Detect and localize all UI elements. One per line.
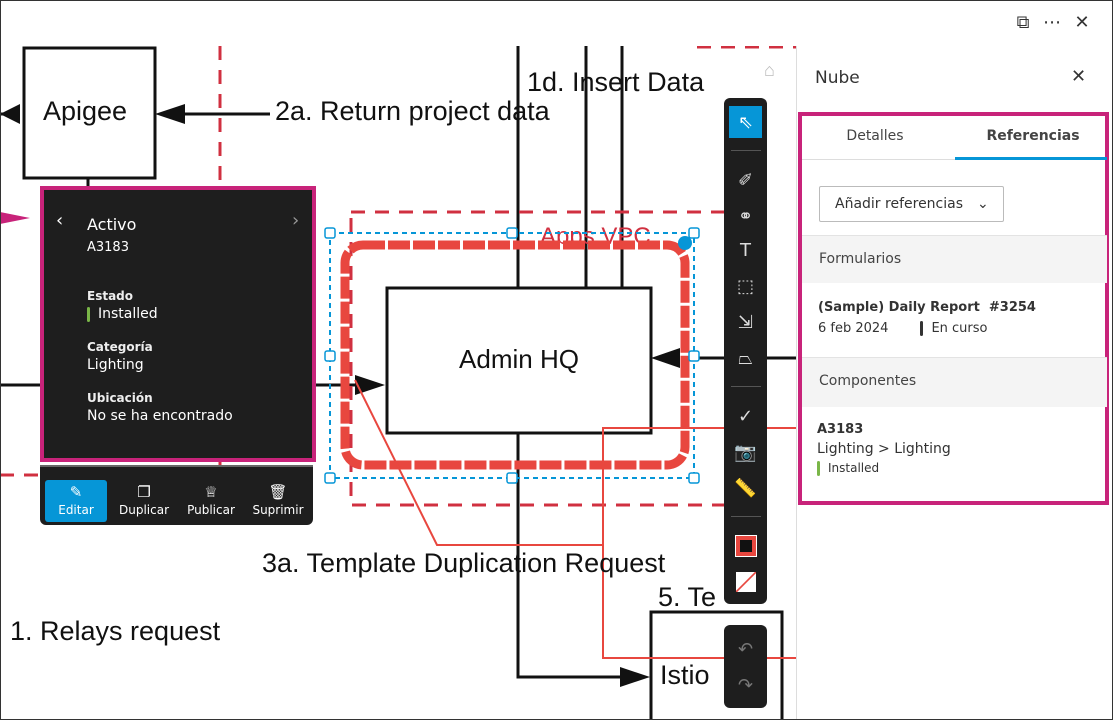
close-icon[interactable]: ✕ bbox=[1071, 66, 1087, 87]
duplicate-label: Duplicar bbox=[118, 503, 169, 517]
polyline-icon[interactable]: ⏢ bbox=[738, 347, 753, 369]
delete-label: Suprimir bbox=[252, 503, 304, 517]
categoria-label: Categoría bbox=[87, 340, 153, 354]
cloud-markup[interactable] bbox=[340, 240, 690, 470]
close-icon[interactable]: ✕ bbox=[1074, 11, 1090, 33]
more-icon[interactable]: ⋯ bbox=[1043, 11, 1061, 33]
chevron-right-icon[interactable]: › bbox=[292, 210, 300, 231]
step5-label: 5. Te bbox=[658, 582, 716, 612]
admin-hq-box[interactable] bbox=[385, 286, 653, 435]
sidebar-toggle-icon[interactable]: ⧉ bbox=[1016, 11, 1030, 33]
forms-header: Formularios bbox=[802, 235, 1107, 283]
istio-label: Istio bbox=[660, 660, 710, 690]
check-icon[interactable]: ✓ bbox=[737, 405, 754, 427]
insert-data-label: 1d. Insert Data bbox=[527, 67, 705, 97]
relays-label: 1. Relays request bbox=[10, 616, 221, 646]
form-item[interactable]: (Sample) Daily Report #3254 6 feb 2024 En… bbox=[818, 300, 1036, 336]
form-date: 6 feb 2024 bbox=[818, 321, 889, 336]
undo-icon[interactable]: ↶ bbox=[737, 638, 754, 660]
undo-redo: ↶ ↷ bbox=[724, 625, 767, 708]
tab-referencias[interactable]: Referencias bbox=[986, 128, 1080, 144]
ubicacion-label: Ubicación bbox=[87, 391, 153, 405]
apigee-box[interactable] bbox=[22, 46, 157, 180]
panel-title: Nube bbox=[815, 68, 860, 88]
component-item[interactable]: A3183 Lighting > Lighting Installed bbox=[817, 422, 951, 476]
duplicate-button[interactable]: ❐ Duplicar bbox=[113, 480, 175, 522]
side-panel: Nube ✕ Detalles Referencias Añadir refer… bbox=[796, 46, 1113, 720]
form-status: En curso bbox=[931, 321, 988, 336]
form-number: #3254 bbox=[988, 300, 1036, 315]
link-icon[interactable] bbox=[678, 236, 692, 250]
active-tab-indicator bbox=[955, 157, 1107, 160]
form-name: (Sample) Daily Report bbox=[818, 300, 980, 315]
shapes-icon[interactable]: ⚭ bbox=[737, 205, 754, 227]
pen-icon[interactable]: ✐ bbox=[737, 169, 754, 191]
component-id: A3183 bbox=[817, 422, 864, 437]
select-icon[interactable]: ⇖ bbox=[729, 106, 762, 138]
components-header: Componentes bbox=[802, 357, 1107, 407]
chevron-left-icon[interactable]: ‹ bbox=[56, 210, 64, 231]
trash-icon: 🗑 bbox=[268, 483, 288, 501]
edit-label: Editar bbox=[58, 503, 94, 517]
apigee-label: Apigee bbox=[43, 96, 127, 126]
callout-icon[interactable]: ⇲ bbox=[737, 311, 754, 333]
chevron-down-icon: ⌄ bbox=[977, 196, 989, 212]
asset-popup: ‹ › Activo A3183 Estado Installed Catego… bbox=[40, 186, 316, 462]
add-references-label: Añadir referencias bbox=[835, 196, 964, 212]
admin-hq-label: Admin HQ bbox=[459, 344, 579, 374]
categoria-value: Lighting bbox=[87, 357, 144, 373]
tab-detalles[interactable]: Detalles bbox=[846, 128, 904, 144]
cloud-icon[interactable]: ⬚ bbox=[736, 275, 754, 297]
add-references-dropdown[interactable]: Añadir referencias ⌄ bbox=[819, 186, 1004, 222]
delete-button[interactable]: 🗑 Suprimir bbox=[247, 480, 309, 522]
stroke-color-icon[interactable] bbox=[729, 530, 762, 562]
popup-title: Activo bbox=[87, 215, 137, 234]
template-label: 3a. Template Duplication Request bbox=[262, 548, 666, 578]
markup-toolbar: ⇖ ✐ ⚭ T ⬚ ⇲ ⏢ ✓ 📷 📏 bbox=[724, 98, 767, 604]
home-icon[interactable]: ⌂ bbox=[764, 60, 775, 80]
estado-label: Estado bbox=[87, 289, 134, 303]
status-indicator bbox=[87, 306, 90, 322]
ubicacion-value: No se ha encontrado bbox=[87, 408, 233, 424]
estado-value: Installed bbox=[98, 306, 158, 322]
popup-id: A3183 bbox=[87, 240, 129, 255]
pencil-icon: ✎ bbox=[69, 483, 83, 501]
publish-button[interactable]: ♕ Publicar bbox=[180, 480, 242, 522]
crown-icon: ♕ bbox=[204, 483, 218, 501]
ruler-icon[interactable]: 📏 bbox=[734, 477, 757, 499]
return-data-label: 2a. Return project data bbox=[275, 96, 551, 126]
component-status: Installed bbox=[828, 461, 880, 475]
redo-icon[interactable]: ↷ bbox=[737, 674, 754, 696]
popup-actions: ✎ Editar ❐ Duplicar ♕ Publicar 🗑 Suprimir bbox=[40, 465, 313, 525]
title-bar: ⧉ ⋯ ✕ bbox=[0, 0, 1113, 46]
publish-label: Publicar bbox=[187, 503, 235, 517]
text-icon[interactable]: T bbox=[740, 239, 751, 261]
fill-color-icon[interactable] bbox=[729, 566, 762, 598]
component-path: Lighting > Lighting bbox=[817, 441, 951, 457]
copy-icon: ❐ bbox=[137, 483, 151, 501]
edit-button[interactable]: ✎ Editar bbox=[45, 480, 107, 522]
camera-icon[interactable]: 📷 bbox=[734, 441, 757, 463]
highlight-box bbox=[798, 112, 1109, 505]
